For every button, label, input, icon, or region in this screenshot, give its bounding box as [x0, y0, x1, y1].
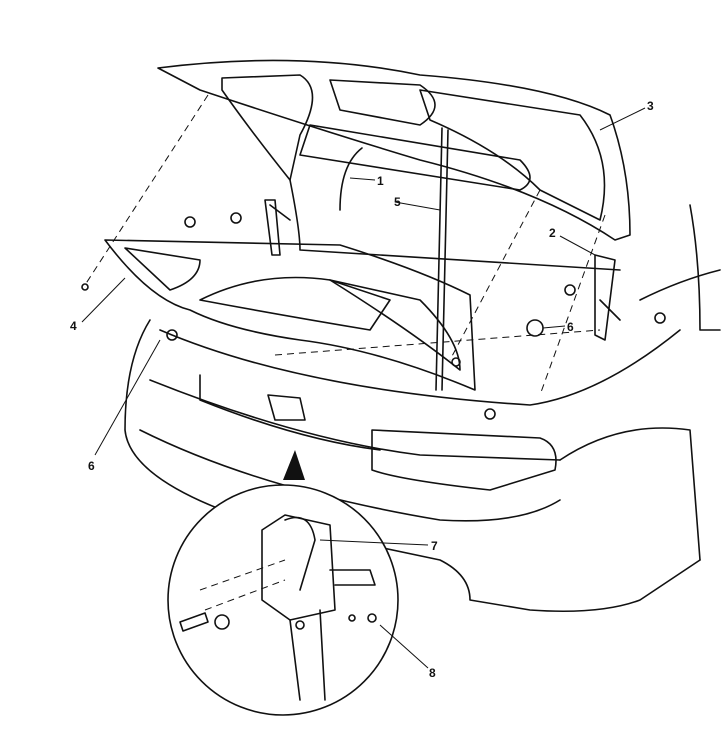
callout-8: 8: [429, 666, 436, 680]
callout-5: 5: [394, 195, 401, 209]
callout-1: 1: [377, 174, 384, 188]
callout-leaders: [81, 107, 646, 669]
hinge-left: [264, 199, 291, 256]
latch-detail-view: [167, 484, 399, 716]
windshield: [289, 179, 621, 271]
callout-4: 4: [70, 319, 77, 333]
detail-pointer-icon: [283, 450, 305, 480]
hinge-right: [594, 254, 621, 341]
callout-6-left: 6: [88, 459, 95, 473]
callout-2: 2: [549, 226, 556, 240]
callout-6-right: 6: [567, 320, 574, 334]
hood-latch: [267, 394, 306, 421]
callout-3: 3: [647, 99, 654, 113]
hood-prop-rod: [435, 127, 443, 391]
hood-seal: [339, 147, 363, 211]
hood-insulator: [104, 239, 476, 391]
hood-panel: [157, 59, 631, 241]
callout-7: 7: [431, 539, 438, 553]
